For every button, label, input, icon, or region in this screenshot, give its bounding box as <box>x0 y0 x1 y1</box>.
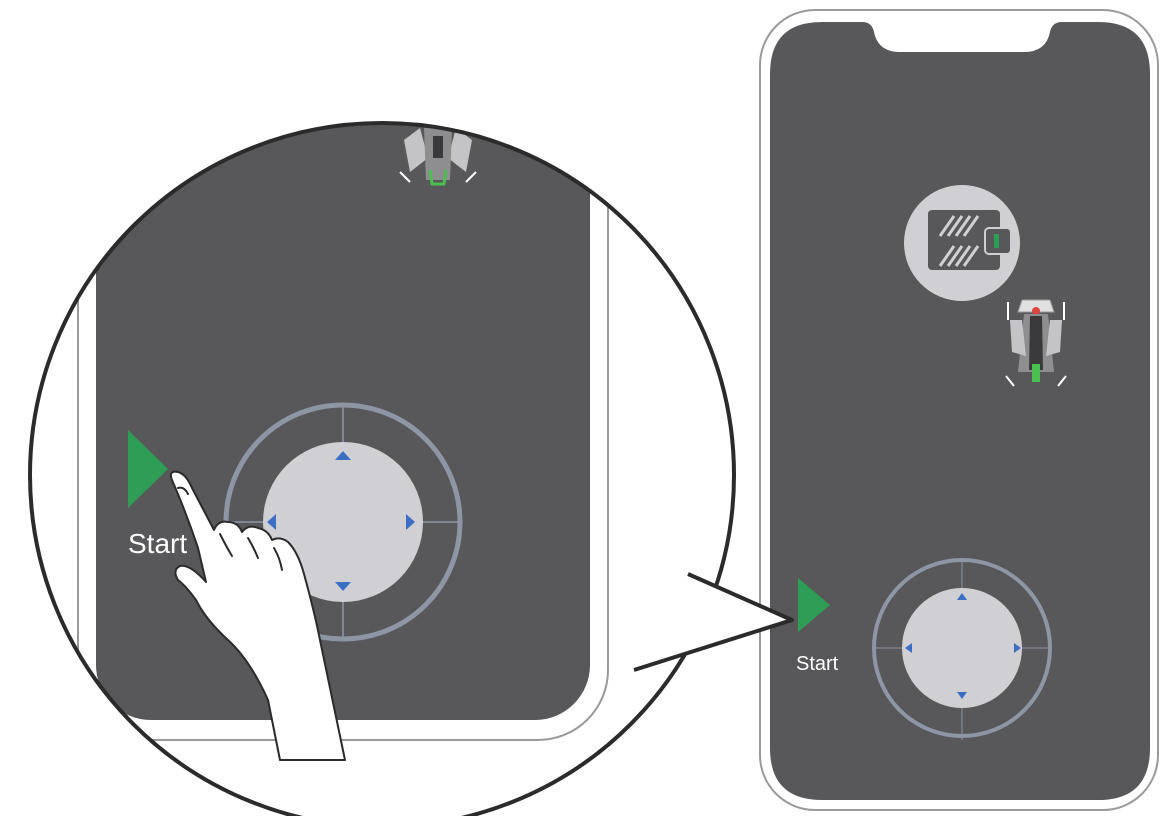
magnifier-callout: Start <box>30 40 792 816</box>
start-label: Start <box>796 653 839 675</box>
charging-station-icon <box>904 185 1020 301</box>
joystick-pad[interactable] <box>902 588 1022 708</box>
start-label: Start <box>128 528 187 559</box>
phone-device: Start <box>760 10 1158 810</box>
